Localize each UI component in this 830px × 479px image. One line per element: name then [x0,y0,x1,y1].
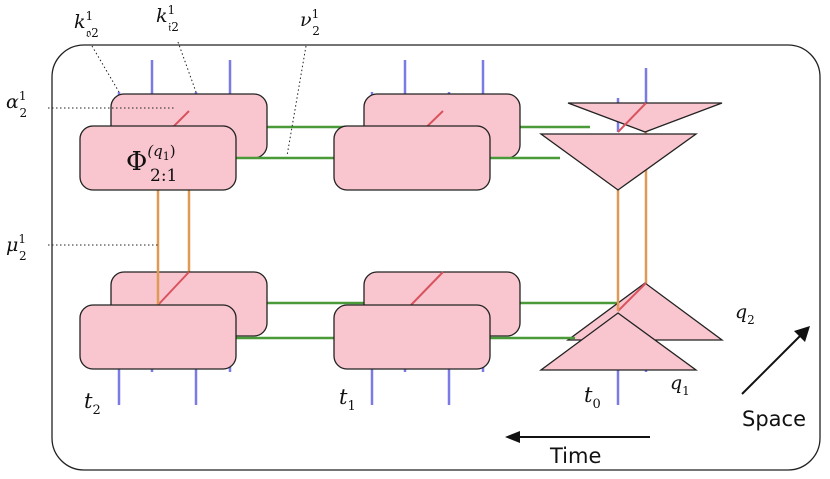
label-t2: t2 [84,389,101,418]
space-arrowhead [794,326,810,342]
label-q2: q2 [735,301,755,327]
leader-k-i [177,41,197,93]
label-space: Space [742,407,806,431]
block-top-front-t1 [333,125,491,191]
bonds-back [266,125,620,305]
bonds-front [236,156,575,340]
triangle-top-back [567,102,723,133]
leader-k-o [91,45,120,93]
time-bonds-front [156,190,620,311]
block-phi-2-1 [79,125,237,191]
label-q1: q1 [670,372,690,398]
triangle-bot-front [539,312,698,371]
triangle-bot-back [566,282,724,341]
block-bot-front-t1 [333,304,491,370]
leader-lines [48,41,307,246]
space-arrow [741,326,810,395]
time-arrowhead [505,431,520,443]
label-t1: t1 [339,385,356,414]
outer-frame [51,44,821,471]
block-bot-front-t2 [79,304,237,370]
triangle-top-front [539,133,699,191]
label-phi: Φ(q1)2:1 [126,142,177,186]
time-arrow [505,431,650,443]
leader-nu [286,45,307,157]
label-t0: t0 [584,383,601,412]
label-time: Time [549,444,601,468]
